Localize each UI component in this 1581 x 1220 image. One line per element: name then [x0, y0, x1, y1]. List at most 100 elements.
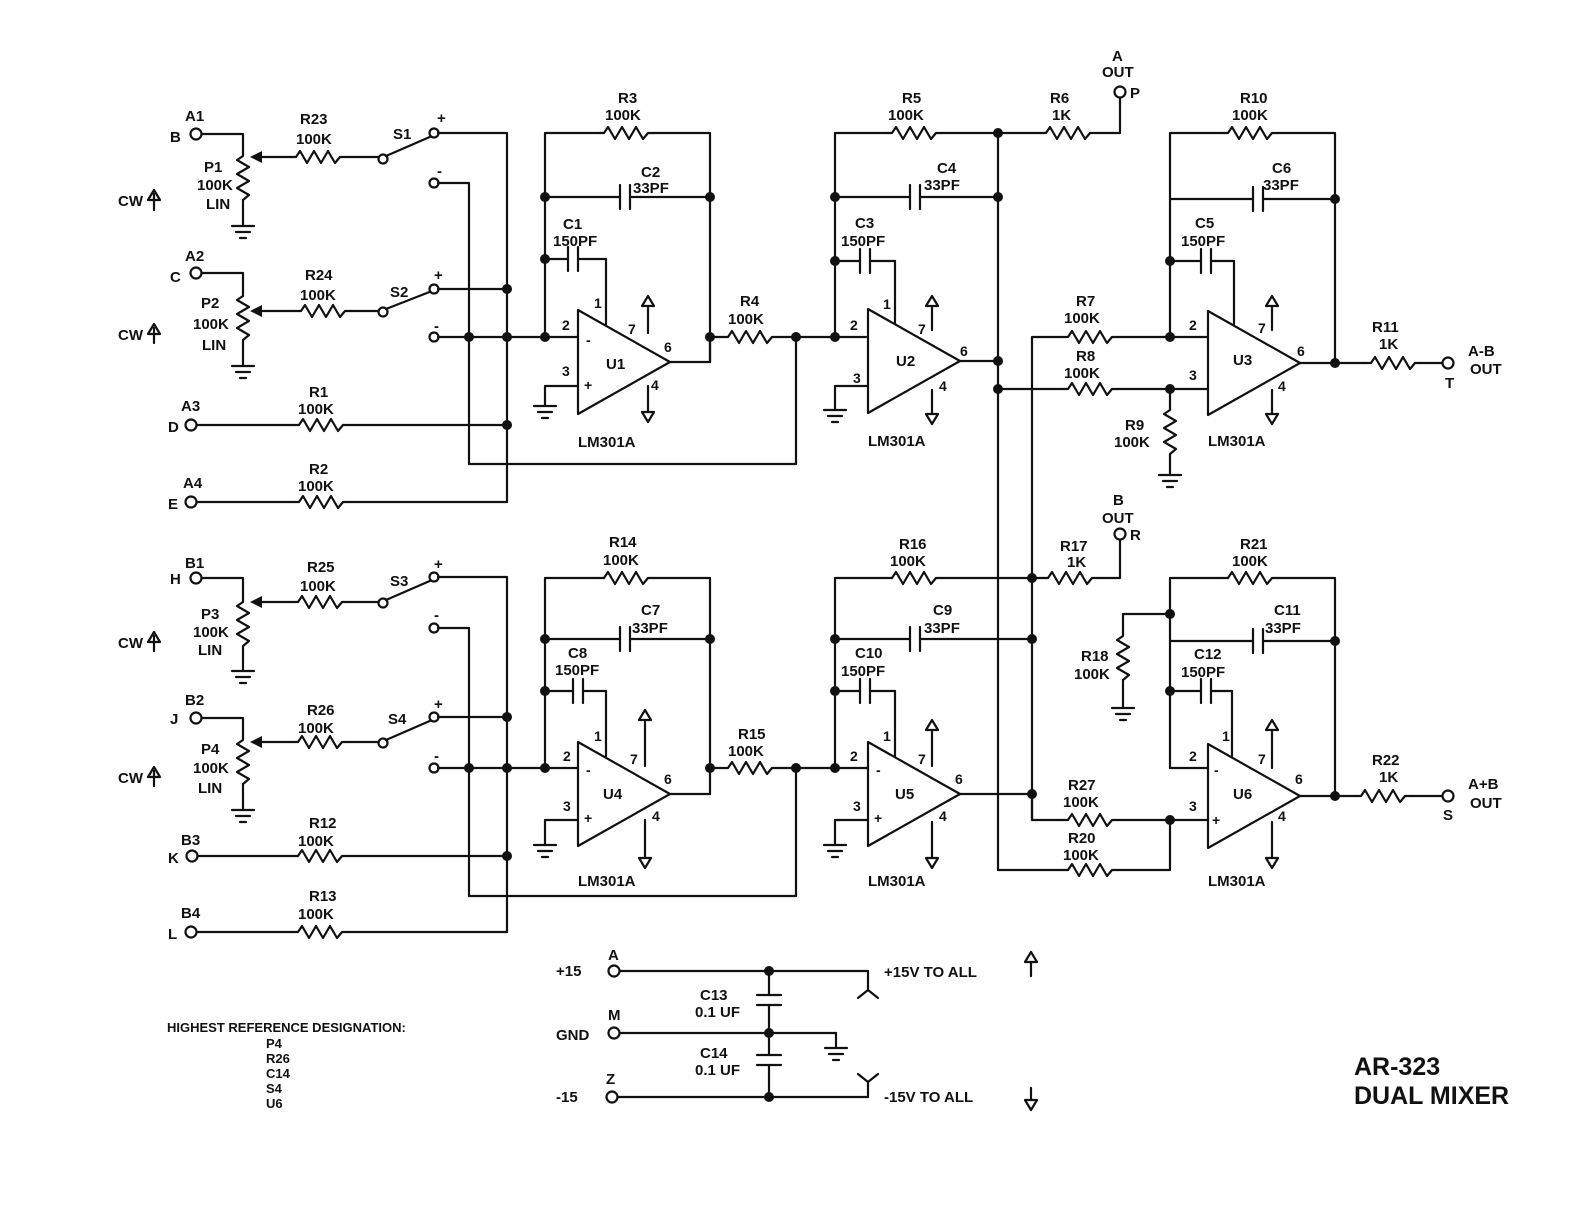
- svg-text:K: K: [168, 850, 179, 867]
- svg-text:3: 3: [563, 798, 571, 814]
- svg-text:+: +: [437, 110, 446, 127]
- resistor-r26: R26 100K: [290, 702, 380, 750]
- u2-feedback: R5 100K C4 33PF C3 150PF: [830, 90, 1042, 872]
- svg-text:A-B: A-B: [1468, 343, 1495, 360]
- svg-text:CW: CW: [118, 635, 144, 652]
- svg-text:+: +: [1212, 812, 1220, 828]
- svg-text:150PF: 150PF: [1181, 664, 1225, 681]
- svg-text:R22: R22: [1372, 752, 1400, 769]
- svg-text:100K: 100K: [1232, 553, 1268, 570]
- svg-text:33PF: 33PF: [1265, 620, 1301, 637]
- svg-text:R23: R23: [300, 111, 328, 128]
- svg-text:100K: 100K: [605, 107, 641, 124]
- svg-text:C14: C14: [266, 1066, 291, 1081]
- svg-text:LM301A: LM301A: [578, 873, 636, 890]
- svg-text:A: A: [608, 947, 619, 964]
- svg-text:R3: R3: [618, 90, 637, 107]
- opamp-u5: U5 - + 2 3 1 7 4 6 LM301A: [822, 689, 963, 890]
- svg-text:P2: P2: [201, 295, 219, 312]
- svg-text:100K: 100K: [296, 131, 332, 148]
- svg-text:150PF: 150PF: [1181, 233, 1225, 250]
- svg-text:C1: C1: [563, 216, 582, 233]
- svg-text:CW: CW: [118, 770, 144, 787]
- svg-text:100K: 100K: [1063, 794, 1099, 811]
- svg-text:100K: 100K: [193, 316, 229, 333]
- svg-text:LIN: LIN: [206, 196, 230, 213]
- svg-text:+: +: [434, 556, 443, 573]
- svg-text:100K: 100K: [728, 743, 764, 760]
- svg-text:P1: P1: [204, 159, 222, 176]
- svg-text:4: 4: [652, 808, 660, 824]
- svg-text:3: 3: [1189, 798, 1197, 814]
- title-line-2: DUAL MIXER: [1354, 1082, 1509, 1110]
- svg-text:A: A: [1112, 48, 1123, 65]
- svg-text:100K: 100K: [1114, 434, 1150, 451]
- svg-text:+15: +15: [556, 963, 581, 980]
- svg-text:C9: C9: [933, 602, 952, 619]
- opamp-u3: U3 2 3 7 4 6 LM301A: [1189, 259, 1305, 450]
- svg-text:-: -: [434, 607, 439, 624]
- pot-p4: P4 100K LIN CW: [118, 741, 229, 797]
- svg-text:6: 6: [955, 771, 963, 787]
- svg-text:P4: P4: [201, 741, 220, 758]
- svg-text:P: P: [1130, 85, 1140, 102]
- u1-feedback: R3 100K C2 33PF C1 150PF: [540, 90, 715, 364]
- svg-text:3: 3: [853, 798, 861, 814]
- svg-text:B2: B2: [185, 692, 204, 709]
- svg-text:7: 7: [918, 321, 926, 337]
- svg-text:U5: U5: [895, 786, 914, 803]
- input-b4: B4 L: [168, 905, 294, 943]
- resistor-r24: R24 100K: [293, 267, 380, 319]
- svg-text:LIN: LIN: [198, 780, 222, 797]
- input-a4: A4 E: [168, 475, 295, 513]
- resistor-r4: R4 100K: [708, 293, 868, 345]
- svg-text:R: R: [1130, 527, 1141, 544]
- svg-text:R24: R24: [305, 267, 333, 284]
- svg-text:1: 1: [594, 295, 602, 311]
- svg-text:100K: 100K: [193, 760, 229, 777]
- svg-text:GND: GND: [556, 1027, 590, 1044]
- svg-text:OUT: OUT: [1470, 795, 1502, 812]
- svg-text:33PF: 33PF: [633, 180, 669, 197]
- svg-text:B: B: [1113, 492, 1124, 509]
- svg-text:R6: R6: [1050, 90, 1069, 107]
- svg-text:R26: R26: [307, 702, 335, 719]
- svg-text:L: L: [168, 926, 177, 943]
- svg-text:C11: C11: [1274, 602, 1301, 619]
- svg-text:100K: 100K: [193, 624, 229, 641]
- svg-text:R11: R11: [1372, 319, 1399, 336]
- svg-text:R1: R1: [309, 384, 328, 401]
- input-a1: A1 B: [170, 108, 292, 240]
- svg-text:150PF: 150PF: [553, 233, 597, 250]
- svg-text:U4: U4: [603, 786, 623, 803]
- svg-text:2: 2: [563, 748, 571, 764]
- svg-text:LM301A: LM301A: [1208, 873, 1266, 890]
- svg-text:M: M: [608, 1007, 621, 1024]
- svg-text:6: 6: [1297, 343, 1305, 359]
- svg-text:4: 4: [939, 808, 947, 824]
- resistor-r12: R12 100K: [290, 815, 509, 864]
- input-a3: A3 D: [168, 398, 295, 436]
- svg-text:S: S: [1443, 807, 1453, 824]
- svg-text:-: -: [876, 762, 881, 778]
- svg-text:C3: C3: [855, 215, 874, 232]
- svg-text:R7: R7: [1076, 293, 1095, 310]
- svg-text:100K: 100K: [890, 553, 926, 570]
- svg-text:6: 6: [664, 339, 672, 355]
- svg-text:-: -: [586, 762, 591, 778]
- svg-text:100K: 100K: [728, 311, 764, 328]
- svg-text:LM301A: LM301A: [868, 873, 926, 890]
- svg-text:U6: U6: [1233, 786, 1252, 803]
- svg-text:1K: 1K: [1067, 554, 1086, 571]
- svg-text:2: 2: [1189, 317, 1197, 333]
- svg-text:1: 1: [594, 728, 602, 744]
- svg-text:S4: S4: [266, 1081, 283, 1096]
- svg-text:100K: 100K: [1064, 365, 1100, 382]
- svg-text:4: 4: [1278, 808, 1286, 824]
- svg-text:R5: R5: [902, 90, 921, 107]
- svg-text:A2: A2: [185, 248, 204, 265]
- svg-text:150PF: 150PF: [841, 663, 885, 680]
- u4-feedback: R14 100K C7 33PF C8 150PF: [540, 534, 715, 796]
- svg-text:33PF: 33PF: [632, 620, 668, 637]
- svg-text:4: 4: [1278, 378, 1286, 394]
